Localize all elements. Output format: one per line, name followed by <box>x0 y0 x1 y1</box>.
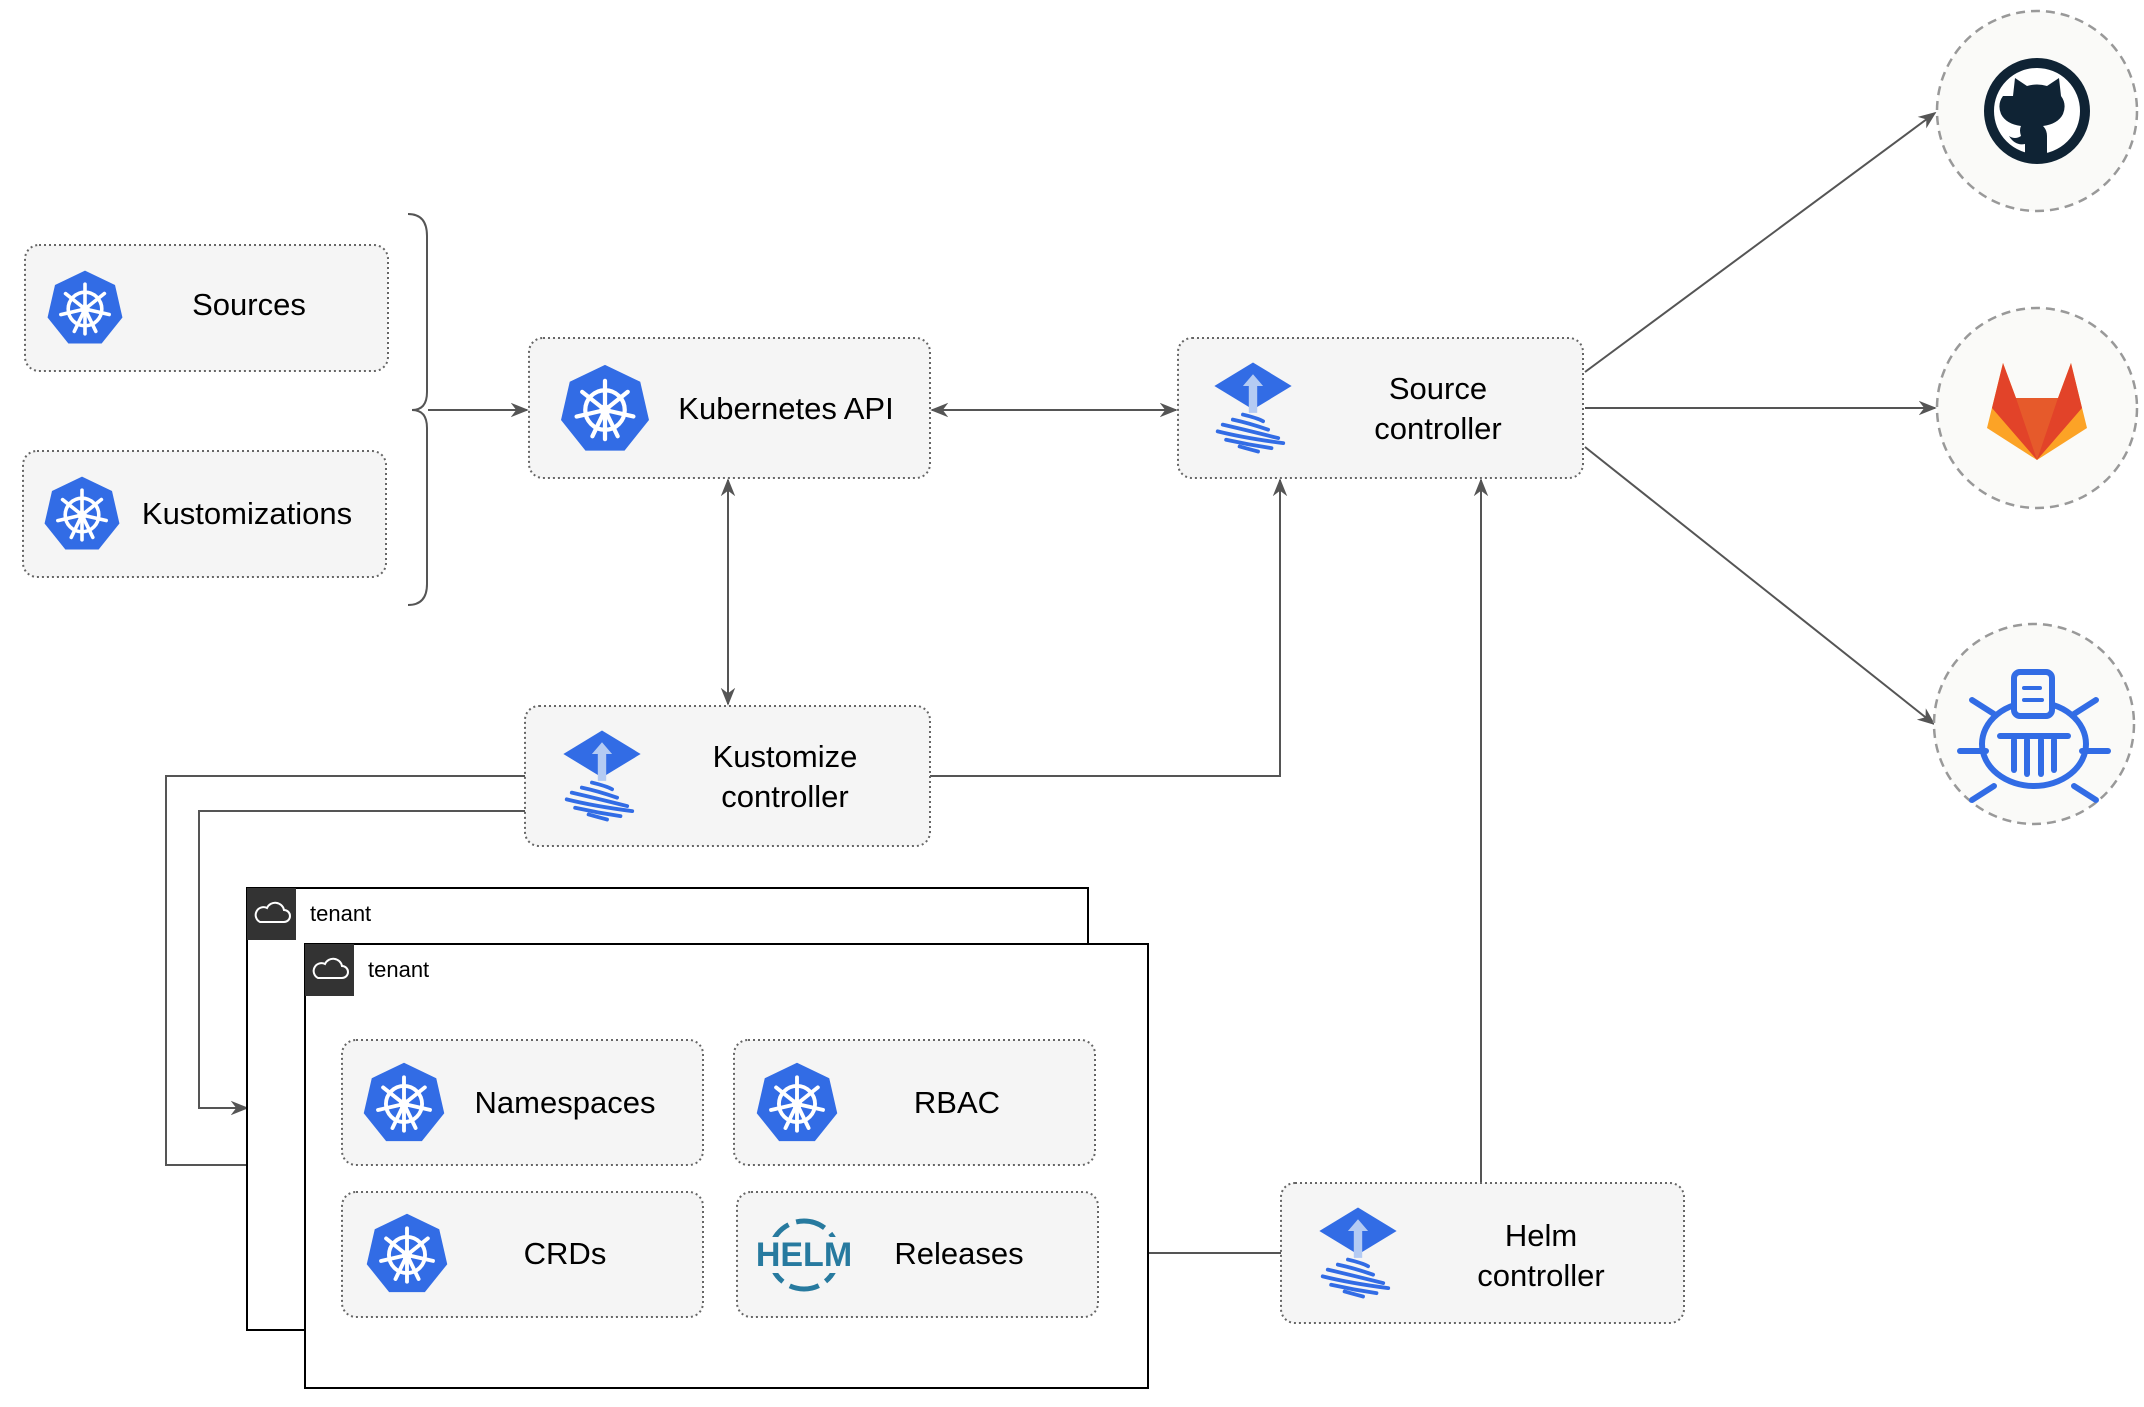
kustomizations-label: Kustomizations <box>142 496 352 531</box>
arrow-source-to-github <box>1584 111 1937 373</box>
helm-controller-box[interactable]: Helm controller <box>1280 1182 1685 1324</box>
kustomize-controller-label-line2: controller <box>721 779 849 814</box>
github-icon <box>1984 58 2090 164</box>
namespaces-label: Namespaces <box>475 1085 656 1120</box>
brace <box>407 213 428 606</box>
helm-controller-label-line2: controller <box>1477 1258 1605 1293</box>
source-controller-label-line1: Source <box>1389 371 1487 406</box>
crds-box[interactable]: CRDs <box>341 1191 704 1318</box>
helm-repository[interactable] <box>1932 622 2136 826</box>
gitlab-icon <box>1987 363 2087 460</box>
sources-box[interactable]: Sources <box>24 244 389 372</box>
kustomize-controller-box[interactable]: Kustomize controller <box>524 705 931 847</box>
kubernetes-api-label: Kubernetes API <box>678 391 893 426</box>
sources-label: Sources <box>192 287 306 322</box>
helm-icon: HELM <box>756 1218 852 1292</box>
kustomizations-box[interactable]: Kustomizations <box>22 450 387 578</box>
rbac-label: RBAC <box>914 1085 1000 1120</box>
github-repository[interactable] <box>1935 9 2139 213</box>
arrow-kustomize-to-tenant-back <box>198 810 525 1116</box>
arrow-kustomize-to-source <box>930 478 1288 777</box>
releases-box[interactable]: HELM Releases <box>736 1191 1099 1318</box>
helm-controller-label-line1: Helm <box>1505 1218 1577 1253</box>
releases-label: Releases <box>894 1236 1023 1271</box>
tenant-label: tenant <box>310 901 371 926</box>
source-controller-label-line2: controller <box>1374 411 1502 446</box>
arrow-kustomize-to-tenant-front <box>165 775 525 1173</box>
cloud-icon <box>254 901 291 923</box>
rbac-box[interactable]: RBAC <box>733 1039 1096 1166</box>
source-controller-box[interactable]: Source controller <box>1177 337 1584 479</box>
helm-repository-icon <box>1957 669 2111 803</box>
cloud-icon <box>312 957 349 979</box>
crds-label: CRDs <box>524 1236 607 1271</box>
tenant-label: tenant <box>368 957 429 982</box>
helm-logo-text: HELM <box>756 1236 852 1274</box>
kustomize-controller-label-line1: Kustomize <box>713 739 858 774</box>
namespaces-box[interactable]: Namespaces <box>341 1039 704 1166</box>
connectors <box>165 111 1937 1261</box>
gitlab-repository[interactable] <box>1935 306 2139 510</box>
kubernetes-api-box[interactable]: Kubernetes API <box>528 337 931 479</box>
arrow-source-to-helm-repo <box>1584 446 1936 726</box>
